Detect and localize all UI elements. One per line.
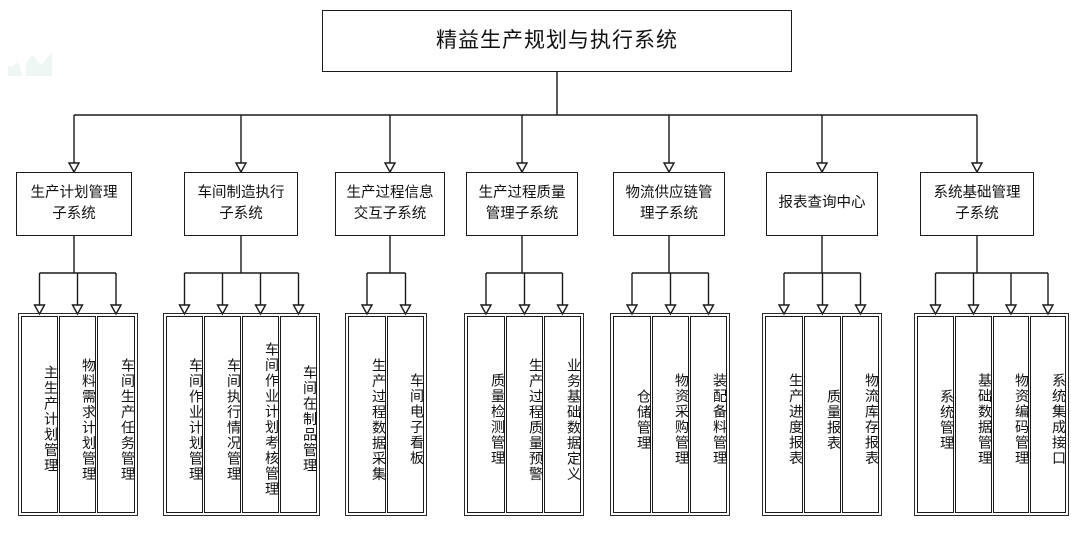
arrow-head-icon <box>1041 304 1055 316</box>
branch-label-line1: 生产计划管理 <box>30 184 118 201</box>
branch-node-5[interactable]: 物流供应链管理子系统 <box>613 172 725 236</box>
leaf-node-4-1[interactable]: 质量检测管理 <box>467 316 505 513</box>
leaf-node-2-3[interactable]: 车间作业计划考核管理 <box>242 316 279 513</box>
branch-label-line1: 物流供应链管 <box>625 184 713 201</box>
arrow-head-icon <box>662 162 676 174</box>
arrow-head-icon <box>67 162 81 174</box>
leaf-label: 生产过程质量预警 <box>527 357 542 482</box>
arrow-head-icon <box>815 162 829 174</box>
leaf-label: 车间生产任务管理 <box>119 357 134 482</box>
branch-label-line2: 子系统 <box>955 206 999 222</box>
arrow-head-icon <box>967 304 980 316</box>
arrow-head-icon <box>71 304 84 316</box>
leaf-node-1-1[interactable]: 主生产计划管理 <box>21 316 58 513</box>
leaf-node-7-1[interactable]: 系统管理 <box>917 316 954 513</box>
branch-node-3[interactable]: 生产过程信息交互子系统 <box>335 172 445 236</box>
arrow-head-icon <box>1004 304 1018 316</box>
arrow-head-icon <box>292 304 305 316</box>
arrow-head-icon <box>929 304 942 316</box>
branch-label-line1: 生产过程质量 <box>478 184 566 201</box>
arrow-head-icon <box>702 304 715 316</box>
watermark-artifact <box>8 53 52 76</box>
leaf-label: 车间作业计划考核管理 <box>263 342 278 497</box>
leaf-node-7-4[interactable]: 系统集成接口 <box>1030 316 1066 513</box>
leaf-label: 物流库存报表 <box>863 373 878 466</box>
leaf-label: 生产过程数据采集 <box>370 357 385 482</box>
leaf-label: 物资采购管理 <box>673 373 688 466</box>
arrow-head-icon <box>970 162 984 174</box>
arrow-head-icon <box>556 304 569 316</box>
arrow-head-icon <box>777 304 791 316</box>
branch-node-7[interactable]: 系统基础管理子系统 <box>920 172 1034 236</box>
leaf-node-2-1[interactable]: 车间作业计划管理 <box>166 316 203 513</box>
branch-label-line1: 系统基础管理 <box>933 184 1021 201</box>
leaf-label: 系统管理 <box>938 388 953 451</box>
leaf-label: 物料需求计划管理 <box>80 357 95 482</box>
leaf-label: 基础数据管理 <box>976 373 991 466</box>
leaf-node-2-4[interactable]: 车间在制品管理 <box>280 316 317 513</box>
leaf-node-7-2[interactable]: 基础数据管理 <box>955 316 992 513</box>
arrow-head-icon <box>178 304 191 316</box>
branch-node-1[interactable]: 生产计划管理子系统 <box>16 172 132 236</box>
leaf-node-3-1[interactable]: 生产过程数据采集 <box>348 316 386 513</box>
branch-label-line2: 子系统 <box>52 206 96 222</box>
branch-label-line2: 子系统 <box>219 206 263 222</box>
leaf-label: 质量检测管理 <box>489 373 504 466</box>
leaf-label: 物资编码管理 <box>1013 373 1028 466</box>
leaf-label: 业务基础数据定义 <box>565 357 580 482</box>
leaf-label: 生产进度报表 <box>787 373 802 466</box>
leaf-node-7-3[interactable]: 物资编码管理 <box>993 316 1029 513</box>
branch-node-6[interactable]: 报表查询中心 <box>766 172 878 236</box>
leaf-node-2-2[interactable]: 车间执行情况管理 <box>204 316 241 513</box>
arrow-head-icon <box>216 304 229 316</box>
leaf-node-4-3[interactable]: 业务基础数据定义 <box>544 316 581 513</box>
arrow-head-icon <box>854 304 867 316</box>
arrow-head-icon <box>383 162 397 174</box>
branch-label-line2: 交互子系统 <box>353 206 427 222</box>
leaf-node-6-1[interactable]: 生产进度报表 <box>765 316 803 513</box>
branch-label-line2: 理子系统 <box>640 206 698 222</box>
arrow-head-icon <box>109 304 123 316</box>
arrow-head-icon <box>664 304 677 316</box>
leaf-node-3-2[interactable]: 车间电子看板 <box>387 316 424 513</box>
branch-label-line2: 管理子系统 <box>485 206 559 222</box>
arrow-head-icon <box>515 162 529 174</box>
leaf-node-4-2[interactable]: 生产过程质量预警 <box>506 316 543 513</box>
leaf-node-5-2[interactable]: 物资采购管理 <box>652 316 689 513</box>
arrow-head-icon <box>254 304 267 316</box>
leaf-label: 仓储管理 <box>635 388 650 451</box>
leaf-node-5-1[interactable]: 仓储管理 <box>613 316 651 513</box>
arrow-head-icon <box>479 304 493 316</box>
leaf-label: 车间电子看板 <box>408 373 423 466</box>
leaf-label: 主生产计划管理 <box>42 365 57 474</box>
root-node-lean-production-system[interactable]: 精益生产规划与执行系统 <box>322 10 792 72</box>
leaf-node-1-2[interactable]: 物料需求计划管理 <box>59 316 96 513</box>
branch-node-2[interactable]: 车间制造执行子系统 <box>184 172 298 236</box>
leaf-label: 车间在制品管理 <box>301 365 316 474</box>
leaf-node-5-3[interactable]: 装配备料管理 <box>690 316 727 513</box>
arrow-head-icon <box>518 304 531 316</box>
leaf-node-6-3[interactable]: 物流库存报表 <box>842 316 879 513</box>
branch-label-line1: 车间制造执行 <box>197 184 285 201</box>
leaf-label: 质量报表 <box>825 388 840 451</box>
arrow-head-icon <box>625 304 639 316</box>
leaf-label: 装配备料管理 <box>711 373 726 466</box>
arrow-head-icon <box>33 304 46 316</box>
leaf-label: 车间执行情况管理 <box>225 357 240 482</box>
arrow-head-icon <box>399 304 412 316</box>
leaf-label: 车间作业计划管理 <box>187 357 202 482</box>
leaf-label: 系统集成接口 <box>1050 373 1065 466</box>
leaf-node-1-3[interactable]: 车间生产任务管理 <box>97 316 135 513</box>
branch-node-4[interactable]: 生产过程质量管理子系统 <box>466 172 578 236</box>
arrow-head-icon <box>816 304 829 316</box>
branch-label-line1: 报表查询中心 <box>778 195 866 212</box>
branch-label-line1: 生产过程信息 <box>346 184 434 201</box>
leaf-node-6-2[interactable]: 质量报表 <box>804 316 841 513</box>
arrow-head-icon <box>234 162 248 174</box>
arrow-head-icon <box>360 304 374 316</box>
